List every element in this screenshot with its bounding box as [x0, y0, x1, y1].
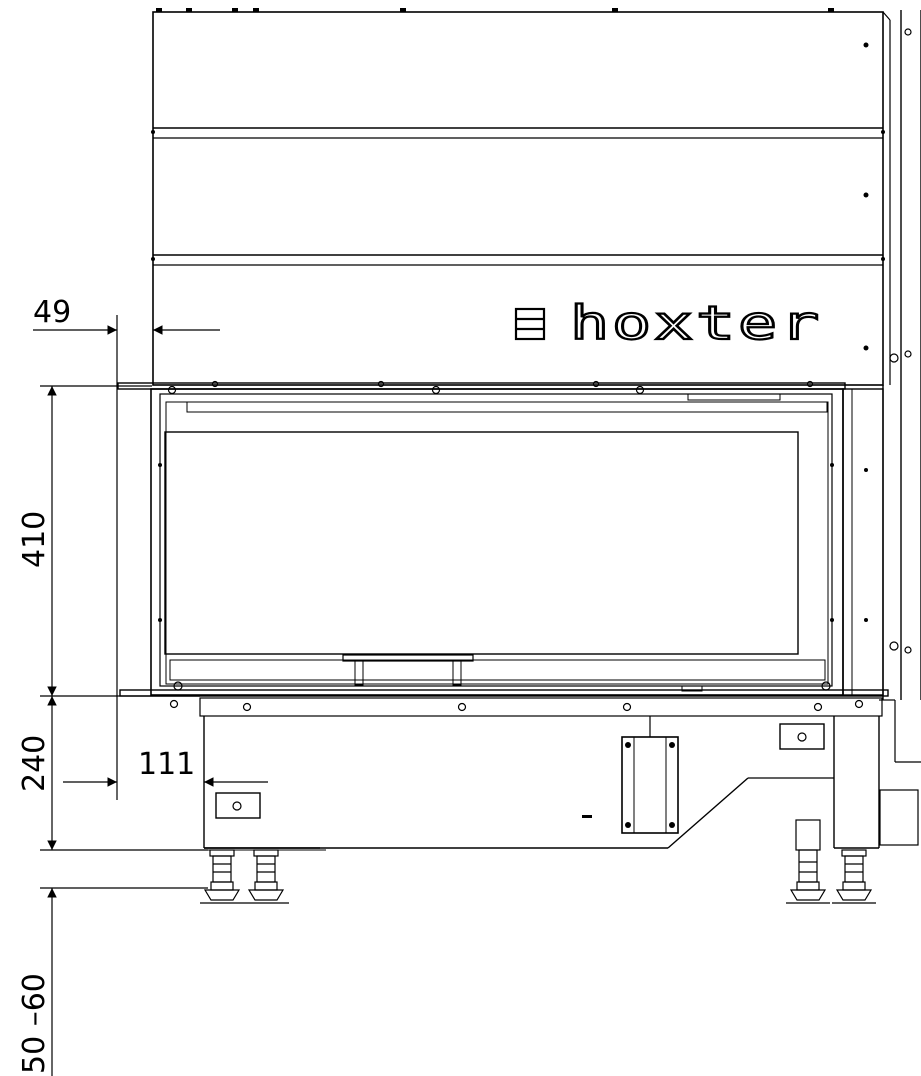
adjustable-feet — [200, 819, 876, 904]
hood-panels — [151, 8, 921, 700]
dimension-firebox-height: 410 — [17, 511, 52, 568]
brand-name: hoxter — [570, 296, 822, 350]
base-frame — [169, 697, 921, 851]
foot-2 — [244, 849, 289, 904]
brand-logo: hoxter — [514, 295, 822, 351]
dimension-feet-height: 50 –60 — [17, 973, 52, 1074]
dimension-lines — [33, 315, 268, 1076]
dimension-base-height: 240 — [17, 735, 52, 792]
dimension-side-offset: 49 — [33, 295, 71, 330]
triple-bar-logo-icon — [514, 307, 546, 341]
dimension-base-offset: 111 — [138, 747, 195, 782]
dimension-labels: 49 410 111 240 50 –60 — [17, 295, 195, 1074]
foot-1 — [200, 849, 244, 904]
foot-4 — [832, 849, 876, 904]
foot-3 — [786, 819, 830, 904]
firebox-door — [117, 380, 889, 697]
